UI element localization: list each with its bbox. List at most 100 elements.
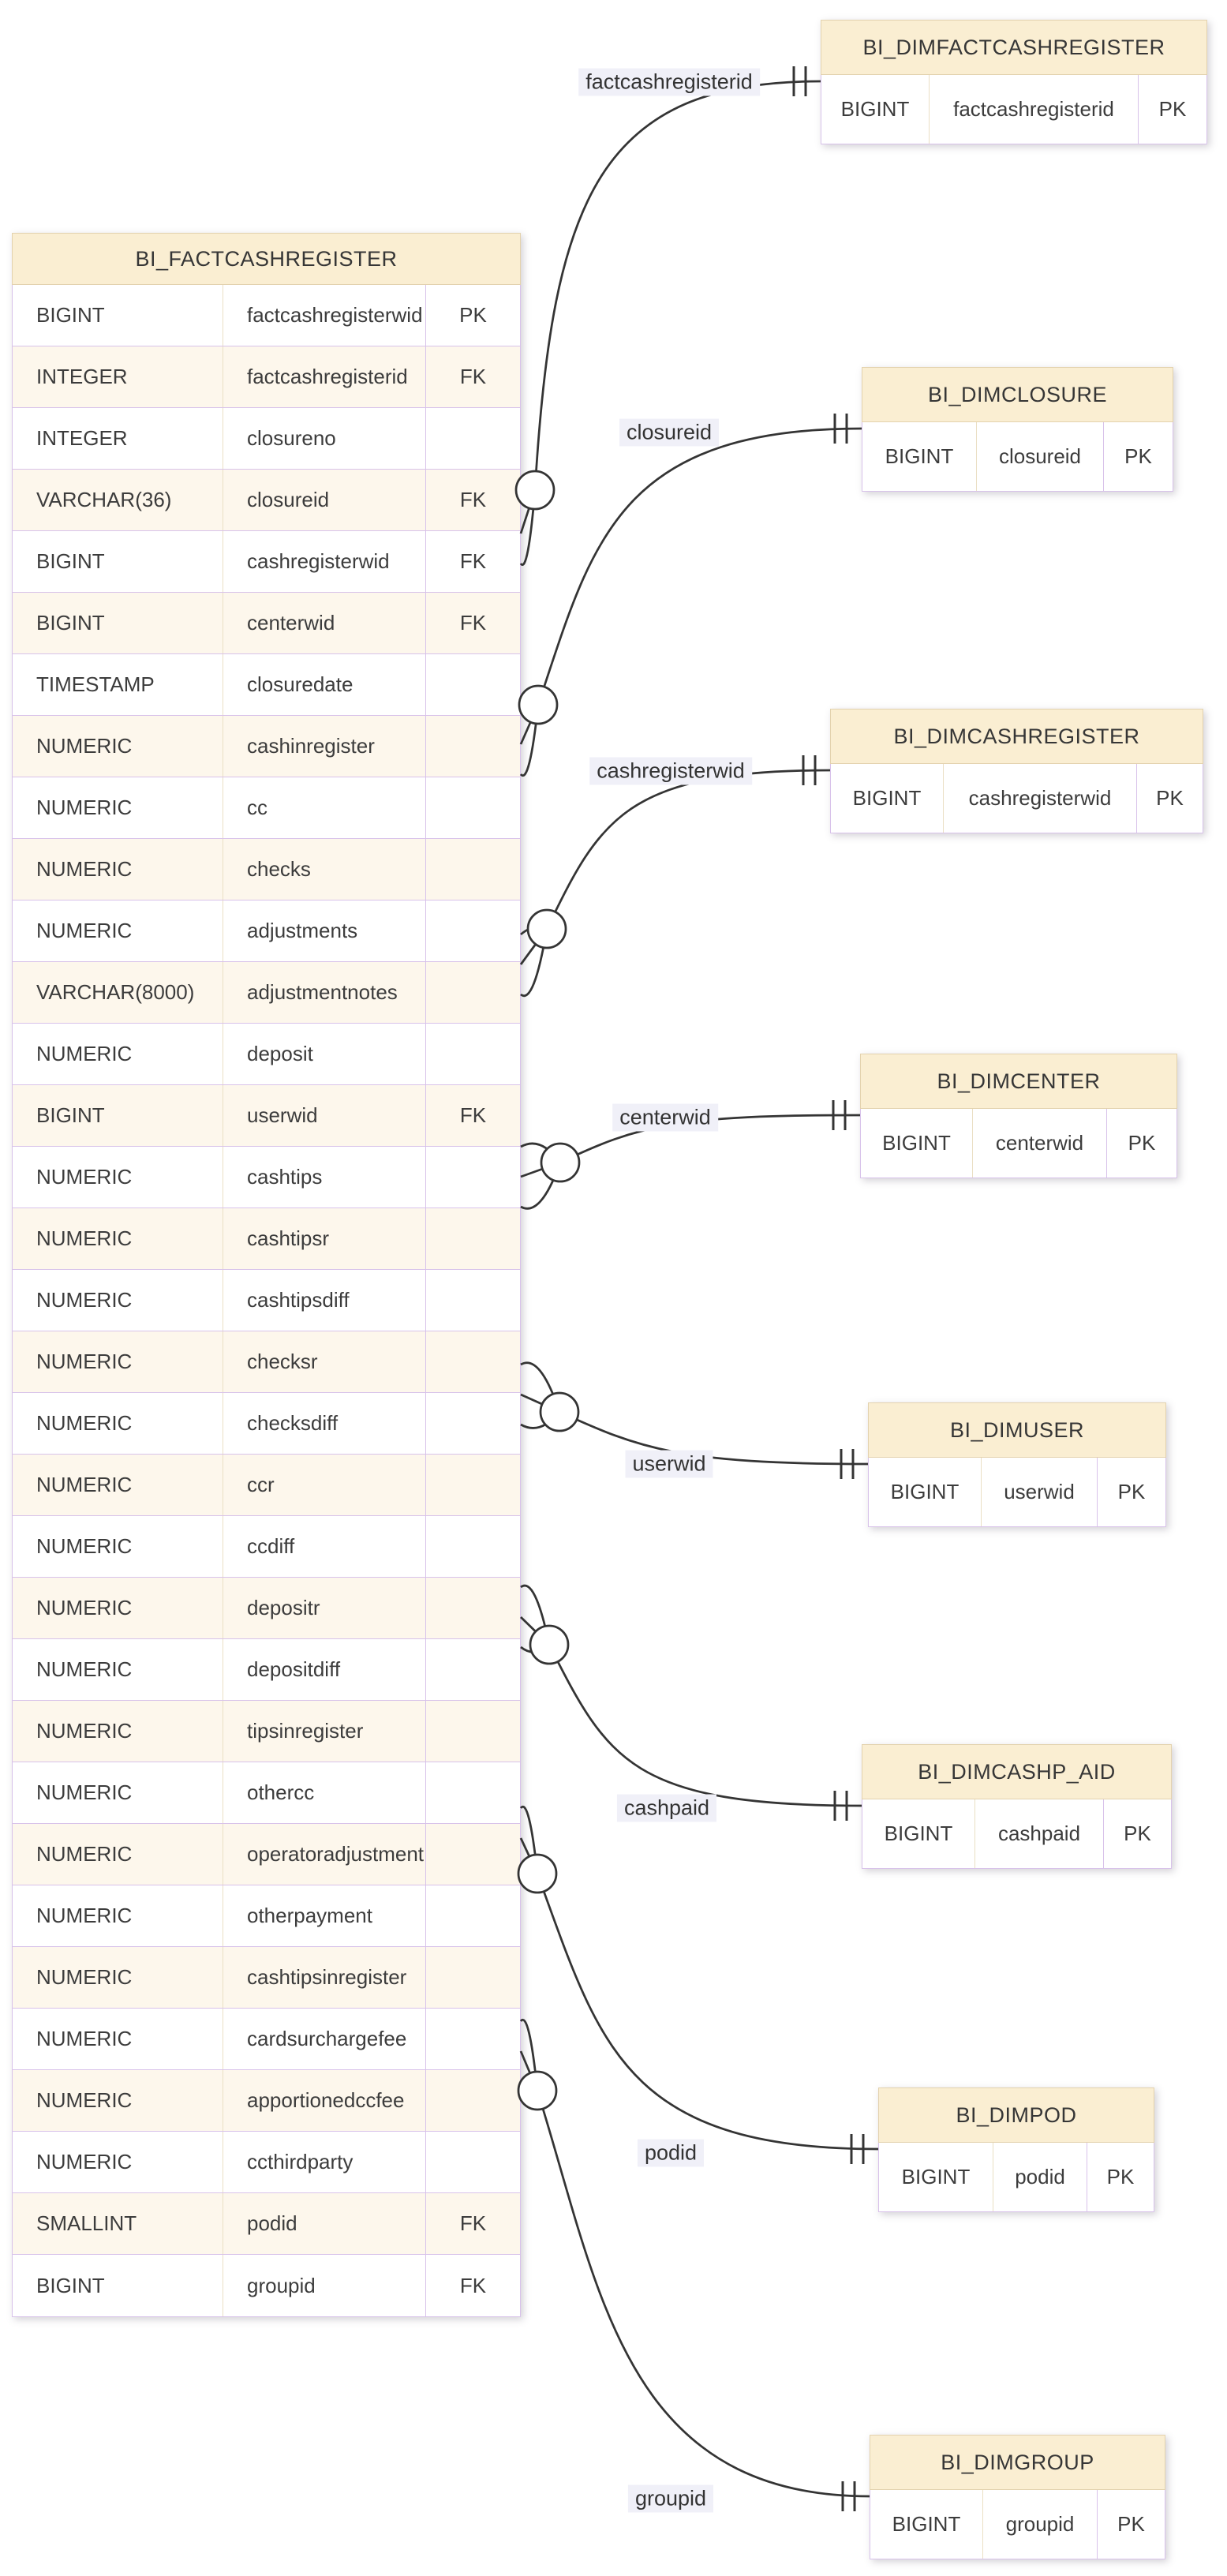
zero-or-many-marker [529,1624,570,1665]
column-type: VARCHAR(8000) [13,962,223,1023]
column-name: ccr [223,1455,426,1515]
column-name: userwid [982,1458,1098,1526]
column-type: NUMERIC [13,1393,223,1454]
column-type: BIGINT [870,2490,983,2559]
column-key [426,1701,520,1762]
column-type: NUMERIC [13,1762,223,1823]
column-type: BIGINT [13,1085,223,1146]
column-name: centerwid [223,593,426,653]
zero-or-many-marker [517,2070,558,2111]
column-type: BIGINT [862,422,977,491]
column-name: checksr [223,1331,426,1392]
column-key [426,2070,520,2131]
column-key [426,2132,520,2192]
column-key [426,1331,520,1392]
attribute-row: VARCHAR(8000)adjustmentnotes [13,962,520,1024]
zero-or-many-marker [517,1853,558,1894]
column-name: podid [223,2193,426,2254]
column-type: NUMERIC [13,1270,223,1331]
column-type: NUMERIC [13,1947,223,2008]
zero-or-many-marker [514,470,556,511]
column-type: NUMERIC [13,1208,223,1269]
column-type: TIMESTAMP [13,654,223,715]
column-key: FK [459,488,487,511]
column-type: NUMERIC [13,839,223,900]
column-name: cashtips [223,1147,426,1208]
column-key: PK [1128,1131,1156,1155]
column-name: otherpayment [223,1885,426,1946]
column-type: NUMERIC [13,716,223,777]
column-key [426,962,520,1023]
column-key: FK [459,611,487,635]
column-key: PK [1106,2165,1135,2188]
column-key [426,1885,520,1946]
column-name: groupid [223,2255,426,2316]
entity-header: BI_DIMGROUP [870,2435,1165,2490]
column-type: BIGINT [13,285,223,346]
entity-header: BI_DIMFACTCASHREGISTER [821,20,1207,75]
column-type: NUMERIC [13,1824,223,1885]
column-name: factcashregisterid [223,346,426,407]
column-type: INTEGER [13,408,223,469]
column-key: PK [459,303,487,327]
relationship-label: groupid [627,2484,714,2513]
column-key: PK [1124,444,1152,468]
zero-or-many-marker [540,1142,581,1183]
column-type: NUMERIC [13,900,223,961]
column-key: PK [1117,1480,1146,1503]
column-name: cashregisterwid [223,531,426,592]
column-type: NUMERIC [13,2070,223,2131]
column-type: BIGINT [879,2143,993,2211]
column-name: cashtipsr [223,1208,426,1269]
column-type: BIGINT [13,531,223,592]
column-name: groupid [983,2490,1098,2559]
column-name: cashregisterwid [944,764,1137,833]
column-type: BIGINT [861,1109,973,1178]
column-name: centerwid [973,1109,1107,1178]
column-name: podid [993,2143,1087,2211]
entity-header: BI_DIMCLOSURE [862,367,1173,422]
column-name: cashtipsinregister [223,1947,426,2008]
column-name: adjustments [223,900,426,961]
column-key: FK [459,2211,487,2235]
relationship-label: factcashregisterid [578,68,760,96]
entity-header: BI_FACTCASHREGISTER [12,233,521,285]
column-name: closureid [223,470,426,530]
column-key [426,1578,520,1638]
column-key [426,1024,520,1084]
column-key [426,777,520,838]
column-key [426,716,520,777]
column-name: apportionedccfee [223,2070,426,2131]
zero-or-many-marker [526,908,567,949]
column-key [426,1270,520,1331]
column-name: closuredate [223,654,426,715]
column-type: NUMERIC [13,1331,223,1392]
column-name: userwid [223,1085,426,1146]
column-name: depositr [223,1578,426,1638]
